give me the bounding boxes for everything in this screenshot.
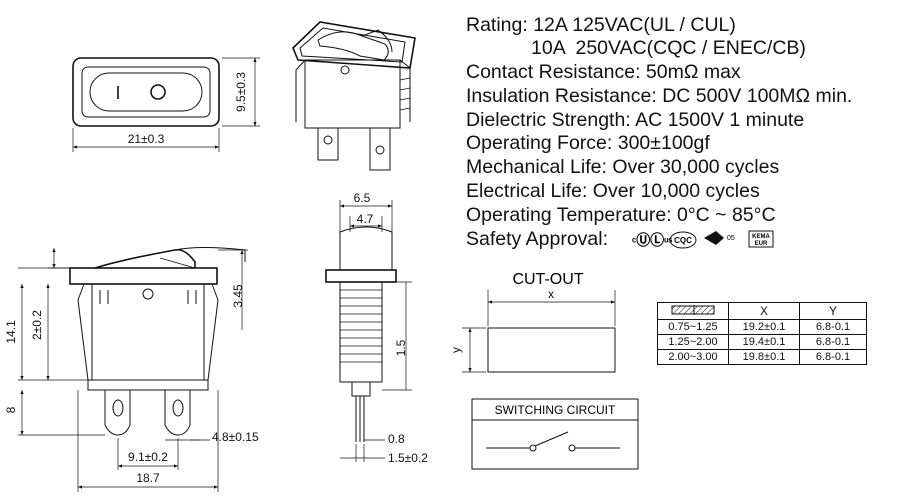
side-view: 6.5 4.7 1.5 0.8 1.5±0.2 xyxy=(325,191,428,465)
spec-rating-2: 10A 250VAC(CQC / ENEC/CB) xyxy=(466,37,806,59)
spec-safety-approval: Safety Approval: xyxy=(466,228,609,250)
rocker-height: 3.45 xyxy=(231,284,245,308)
front-height-total: 14.1 xyxy=(4,320,18,344)
side-top-width: 6.5 xyxy=(354,191,371,205)
col-x-header: X xyxy=(728,302,800,320)
cutout-x-label: x xyxy=(548,287,554,301)
ul-mark-icon: ᶜⓊⓁᵘˢ xyxy=(632,232,672,248)
spec-contact-resistance: Contact Resistance: 50mΩ max xyxy=(466,61,741,83)
table-row: 2.00~3.00 19.8±0.1 6.8-0.1 xyxy=(657,349,867,365)
svg-text:EUR: EUR xyxy=(755,241,768,247)
table-cell: 1.25~2.00 xyxy=(657,334,729,350)
table-cell: 0.75~1.25 xyxy=(657,319,729,335)
spec-operating-temp: Operating Temperature: 0°C ~ 85°C xyxy=(466,204,776,226)
terminal-height: 8 xyxy=(4,406,18,413)
front-height-body: 2±0.2 xyxy=(30,310,44,340)
table-cell: 6.8-0.1 xyxy=(799,334,867,350)
table-row: 1.25~2.00 19.4±0.1 6.8-0.1 xyxy=(657,334,867,350)
cutout-section: CUT-OUT x y xyxy=(449,271,616,373)
terminal-pitch: 9.1±0.2 xyxy=(128,450,168,464)
approval-marks: ᶜⓊⓁᵘˢ CQC 05 KEMA EUR xyxy=(632,230,774,249)
isometric-view xyxy=(292,21,416,171)
cutout-y-label: y xyxy=(449,347,463,353)
table-cell: 19.2±0.1 xyxy=(728,319,800,335)
thickness-header-icon xyxy=(657,302,729,320)
enec-mark-icon xyxy=(704,231,724,245)
col-y-header: Y xyxy=(799,302,867,320)
overall-width: 18.7 xyxy=(136,471,160,485)
switching-circuit: SWITCHING CIRCUIT xyxy=(471,398,639,470)
spec-insulation: Insulation Resistance: DC 500V 100MΩ min… xyxy=(466,85,853,107)
cqc-mark-icon: CQC xyxy=(674,236,692,245)
terminal-gap: 1.5±0.2 xyxy=(388,451,428,465)
table-cell: 6.8-0.1 xyxy=(799,319,867,335)
top-width-dim: 21±0.3 xyxy=(128,132,165,146)
enec-number: 05 xyxy=(727,235,735,242)
side-panel-dim: 1.5 xyxy=(394,339,408,356)
side-inner-width: 4.7 xyxy=(357,212,374,226)
svg-text:KEMA: KEMA xyxy=(752,234,770,240)
spec-mechanical-life: Mechanical Life: Over 30,000 cycles xyxy=(466,156,780,178)
panel-thickness-icon xyxy=(671,305,715,315)
spec-operating-force: Operating Force: 300±100gf xyxy=(466,132,710,154)
cutout-table: X Y 0.75~1.25 19.2±0.1 6.8-0.1 1.25~2.00… xyxy=(657,302,867,365)
table-header-row: X Y xyxy=(657,302,867,320)
front-view: 14.1 2±0.2 3.45 8 9.1±0.2 4.8±0.15 18.7 xyxy=(4,247,259,492)
table-cell: 6.8-0.1 xyxy=(799,349,867,365)
terminal-width: 4.8±0.15 xyxy=(212,430,259,444)
spec-rating: Rating: 12A 125VAC(UL / CUL) xyxy=(466,14,736,36)
cutout-title: CUT-OUT xyxy=(512,271,583,288)
table-cell: 19.8±0.1 xyxy=(728,349,800,365)
kema-mark-icon xyxy=(748,230,774,248)
spec-dielectric: Dielectric Strength: AC 1500V 1 minute xyxy=(466,109,805,131)
top-height-dim: 9.5±0.3 xyxy=(234,72,248,112)
circuit-title: SWITCHING CIRCUIT xyxy=(495,403,616,417)
top-view: 21±0.3 9.5±0.3 xyxy=(72,57,260,152)
table-cell: 2.00~3.00 xyxy=(657,349,729,365)
terminal-thickness: 0.8 xyxy=(388,432,405,446)
table-row: 0.75~1.25 19.2±0.1 6.8-0.1 xyxy=(657,319,867,335)
table-cell: 19.4±0.1 xyxy=(728,334,800,350)
spec-electrical-life: Electrical Life: Over 10,000 cycles xyxy=(466,180,760,202)
